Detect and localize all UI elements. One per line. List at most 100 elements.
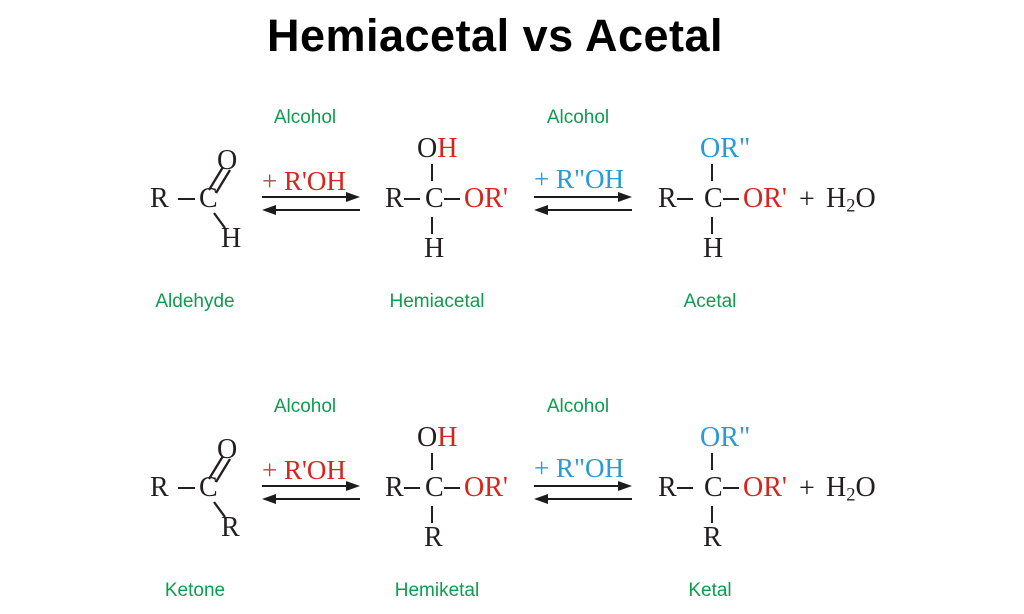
plus-sign: + — [262, 455, 278, 485]
hydroxyl-oxygen: O — [417, 133, 438, 164]
top-alkoxy-group: OR" — [700, 422, 751, 453]
reaction-row-aldehyde: R C O H Alcohol + R'OH OH R C OR' H Alco… — [150, 107, 876, 312]
end-bottom-atom: R — [703, 522, 722, 553]
alcohol-label: Alcohol — [546, 396, 610, 417]
hydroxyl-hydrogen: H — [437, 133, 458, 164]
vertical-bond — [711, 453, 714, 470]
carbonyl-lower-atom: H — [221, 223, 242, 254]
equilibrium-arrow-forward — [534, 481, 632, 491]
end-center-atom: C — [704, 183, 723, 214]
end-alkoxy-group: OR' — [743, 472, 787, 503]
top-alkoxy-group: OR" — [700, 133, 751, 164]
vertical-bond — [711, 506, 714, 523]
water-o: O — [855, 183, 876, 214]
single-bond — [723, 487, 739, 490]
arrowhead-right — [618, 192, 632, 202]
single-bond — [444, 487, 460, 490]
vertical-bond — [711, 164, 714, 181]
equilibrium-arrow-forward — [262, 192, 360, 202]
plus-sign: + — [534, 453, 550, 483]
molecule-name-end: Acetal — [683, 291, 737, 312]
carbonyl-lower-atom: R — [221, 512, 240, 543]
arrowhead-right — [346, 481, 360, 491]
mid-bottom-atom: H — [424, 233, 445, 264]
carbonyl-bonds — [208, 455, 231, 518]
carbonyl-oxygen: O — [217, 434, 238, 465]
carbonyl-center-atom: C — [199, 472, 218, 503]
equilibrium-arrow-forward — [534, 192, 632, 202]
mid-alkoxy-group: OR' — [464, 183, 508, 214]
end-center-atom: C — [704, 472, 723, 503]
mid-left-atom: R — [385, 472, 404, 503]
equilibrium-arrow-forward — [262, 481, 360, 491]
reagent-text: + R'OH — [262, 457, 346, 484]
arrowhead-left — [534, 205, 548, 215]
arrowhead-left — [262, 494, 276, 504]
molecule-name-mid: Hemiacetal — [389, 291, 485, 312]
molecule-name-start: Ketone — [164, 580, 226, 601]
page-title: Hemiacetal vs Acetal — [266, 10, 724, 61]
arrowhead-left — [534, 494, 548, 504]
mid-center-atom: C — [425, 472, 444, 503]
vertical-bond — [431, 164, 434, 181]
mid-left-atom: R — [385, 183, 404, 214]
single-bond — [404, 487, 420, 490]
equilibrium-arrow-reverse — [534, 494, 632, 504]
single-bond — [404, 198, 420, 201]
mid-alkoxy-group: OR' — [464, 472, 508, 503]
arrowhead-right — [346, 192, 360, 202]
reagent-text: + R"OH — [534, 455, 624, 482]
reagent-text: + R'OH — [262, 168, 346, 195]
vertical-bond — [711, 217, 714, 234]
mid-bottom-atom: R — [424, 522, 443, 553]
plus-sign: + — [262, 166, 278, 196]
vertical-bond — [431, 453, 434, 470]
alcohol-label: Alcohol — [273, 107, 337, 128]
water-subscript: 2 — [846, 195, 856, 216]
reaction-row-ketone: R C O R Alcohol + R'OH OH R C OR' R Alco… — [0, 289, 1024, 601]
equilibrium-arrow-reverse — [262, 205, 360, 215]
end-left-atom: R — [658, 472, 677, 503]
plus-sign: + — [799, 473, 815, 504]
molecule-name-start: Aldehyde — [155, 291, 235, 312]
water-formula: H2O — [826, 185, 876, 215]
reagent-formula: R"OH — [555, 453, 625, 483]
water-h: H — [826, 472, 847, 503]
hydroxyl-oxygen: O — [417, 422, 438, 453]
single-bond — [677, 198, 693, 201]
reagent-formula: R"OH — [555, 164, 625, 194]
carbonyl-bonds — [208, 166, 231, 229]
alcohol-label: Alcohol — [273, 396, 337, 417]
end-bottom-atom: H — [703, 233, 724, 264]
molecule-name-end: Ketal — [688, 580, 732, 601]
equilibrium-arrow-reverse — [262, 494, 360, 504]
alcohol-label: Alcohol — [546, 107, 610, 128]
single-bond — [178, 487, 195, 490]
water-h: H — [826, 183, 847, 214]
hydroxyl-hydrogen: H — [437, 422, 458, 453]
carbonyl-center-atom: C — [199, 183, 218, 214]
arrowhead-right — [618, 481, 632, 491]
reagent-formula: R'OH — [283, 455, 346, 485]
molecule-name-mid: Hemiketal — [394, 580, 480, 601]
carbonyl-left-atom: R — [150, 472, 169, 503]
single-bond — [178, 198, 195, 201]
carbonyl-oxygen: O — [217, 145, 238, 176]
single-bond — [444, 198, 460, 201]
reagent-text: + R"OH — [534, 166, 624, 193]
single-bond — [723, 198, 739, 201]
water-subscript: 2 — [846, 484, 856, 505]
vertical-bond — [431, 217, 434, 234]
reagent-formula: R'OH — [283, 166, 346, 196]
plus-sign: + — [534, 164, 550, 194]
hydroxyl-group: OH — [417, 135, 457, 163]
water-formula: H2O — [826, 474, 876, 504]
plus-sign: + — [799, 184, 815, 215]
end-left-atom: R — [658, 183, 677, 214]
mid-center-atom: C — [425, 183, 444, 214]
hydroxyl-group: OH — [417, 424, 457, 452]
end-alkoxy-group: OR' — [743, 183, 787, 214]
water-o: O — [855, 472, 876, 503]
vertical-bond — [431, 506, 434, 523]
